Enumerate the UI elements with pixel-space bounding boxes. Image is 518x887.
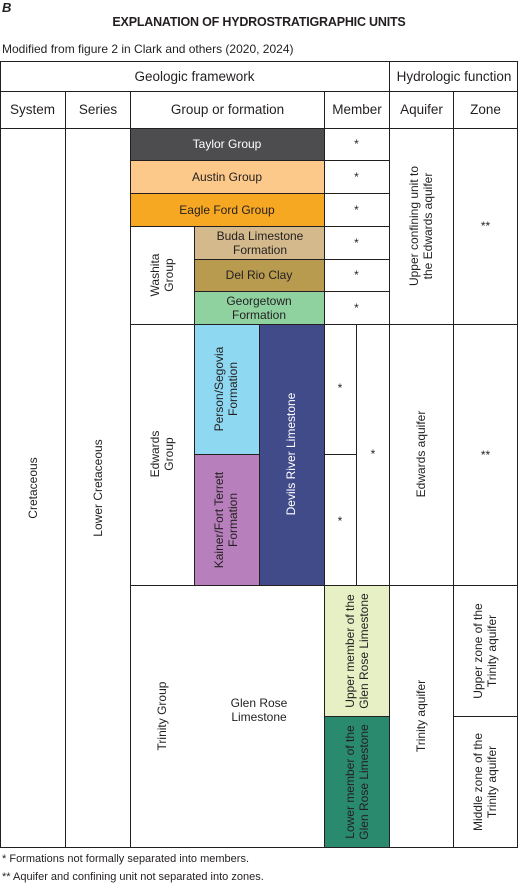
- member-asterisk-georgetown: *: [354, 300, 359, 315]
- footnote-double-mark: **: [2, 871, 11, 883]
- georgetown-fill: [194, 291, 324, 324]
- kainer-label: Kainer/Fort Terrett Formation: [212, 471, 240, 569]
- header-member: Member: [332, 102, 382, 117]
- kainer-fill: [194, 454, 259, 585]
- buda-limestone: Buda Limestone Formation: [216, 228, 304, 257]
- header-aquifer: Aquifer: [400, 102, 443, 117]
- member-asterisk-buda: *: [354, 235, 359, 250]
- zone-edwards-double-star: **: [480, 447, 491, 462]
- zone-upper-double-star: **: [480, 219, 491, 233]
- member-asterisk-taylor: *: [354, 137, 359, 151]
- eagle-ford-group: Eagle Ford Group: [179, 202, 275, 217]
- austin-group: Austin Group: [191, 169, 263, 184]
- edwards-group-label: Edwards Group: [148, 430, 176, 478]
- upper-glen-rose-label: Upper member of the Glen Rose Limestone: [343, 593, 371, 709]
- austin-fill: [130, 160, 324, 193]
- footnote-single: * Formations not formally separated into…: [2, 853, 249, 865]
- edwards-aquifer-label: Edwards aquifer: [414, 410, 428, 498]
- header-series: Series: [78, 102, 118, 117]
- diagram-title: EXPLANATION OF HYDROSTRATIGRAPHIC UNITS: [112, 15, 406, 29]
- lower-glen-rose-label: Lower member of the Glen Rose Limestone: [343, 724, 371, 840]
- middle-trinity-zone-label: Middle zone of the Trinity aquifer: [471, 732, 499, 832]
- del-rio-clay: Del Rio Clay: [225, 268, 293, 282]
- system-label: Cretaceous: [26, 457, 40, 519]
- person-segovia-fill: [194, 324, 259, 454]
- footnote-double-text: Aquifer and confining unit not separated…: [13, 871, 264, 883]
- header-system: System: [9, 102, 55, 117]
- header-hydrologic-function: Hydrologic function: [396, 68, 512, 84]
- footnote-single-mark: *: [2, 853, 7, 865]
- taylor-fill: [130, 128, 324, 160]
- member-asterisk-devils-river: *: [370, 447, 376, 461]
- footnote-single-text: Formations not formally separated into m…: [9, 853, 249, 865]
- trinity-aquifer-label: Trinity aquifer: [414, 679, 428, 753]
- diagram-subtitle: Modified from figure 2 in Clark and othe…: [2, 42, 294, 56]
- upper-confining-label: Upper confining unit to the Edwards aqui…: [407, 165, 435, 287]
- member-asterisk-kainer: *: [337, 514, 343, 528]
- person-segovia-label: Person/Segovia Formation: [212, 346, 240, 432]
- member-asterisk-del-rio: *: [354, 268, 359, 282]
- devils-river-fill: [259, 324, 324, 585]
- panel-letter: B: [2, 0, 12, 15]
- washita-group-label: Washita Group: [148, 253, 176, 297]
- glen-rose-limestone: Glen Rose Limestone: [230, 696, 288, 724]
- buda-fill: [194, 226, 324, 259]
- member-asterisk-eagle-ford: *: [354, 202, 359, 217]
- georgetown-formation: Georgetown Formation: [226, 293, 292, 322]
- member-asterisk-austin: *: [354, 169, 359, 184]
- trinity-group-label: Trinity Group: [155, 681, 169, 751]
- lower-glen-rose-fill: [324, 716, 389, 848]
- del-rio-fill: [194, 259, 324, 291]
- member-asterisk-person: *: [337, 381, 343, 395]
- header-group-or-formation: Group or formation: [170, 102, 285, 117]
- upper-trinity-zone-label: Upper zone of the Trinity aquifer: [471, 603, 499, 699]
- series-label: Lower Cretaceous: [91, 439, 105, 537]
- devils-river-label: Devils River Limestone: [284, 392, 298, 516]
- header-zone: Zone: [470, 102, 501, 117]
- footnote-double: ** Aquifer and confining unit not separa…: [2, 871, 264, 883]
- header-geologic-framework: Geologic framework: [134, 68, 255, 84]
- eagle-ford-fill: [130, 193, 324, 226]
- taylor-group: Taylor Group: [192, 137, 262, 151]
- upper-glen-rose-fill: [324, 585, 389, 716]
